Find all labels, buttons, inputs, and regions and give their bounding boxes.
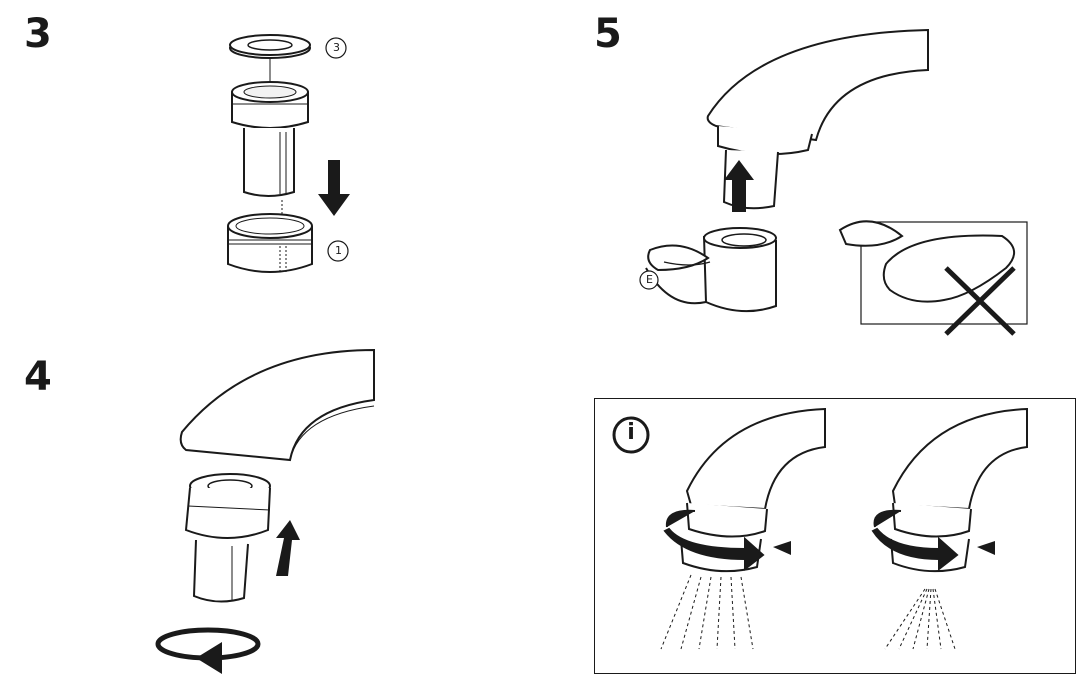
spout-spray-mode: [871, 407, 1028, 650]
step-4-illustration: [0, 340, 540, 693]
callout-1: 1: [335, 244, 342, 257]
faucet-spout: [179, 348, 375, 462]
info-box: i: [594, 398, 1076, 674]
spout-install-view: [155, 348, 375, 674]
step-3-illustration: 3 1: [0, 0, 540, 340]
up-arrow-icon: [724, 160, 754, 212]
up-arrow-icon: [276, 520, 300, 576]
step-5-illustration: E: [540, 0, 1087, 340]
aerator-assembly: [184, 473, 271, 603]
step-4-number: 4: [24, 354, 52, 400]
aerator-housing: [227, 213, 313, 273]
hand-icon: [645, 227, 777, 313]
aerator-exploded-view: [227, 34, 350, 273]
aerator-removal-view: [639, 28, 1028, 336]
spray-mode-illustration: [612, 407, 1028, 650]
aerator-insert: [231, 81, 309, 197]
callout-e: E: [646, 273, 653, 286]
rotate-arrow-icon: [155, 627, 261, 674]
spout-laminar-mode: [660, 407, 826, 650]
info-icon-label: i: [627, 420, 635, 445]
rotate-arrow-icon: [663, 509, 765, 572]
step-5-number: 5: [594, 11, 622, 57]
incorrect-method-box: [838, 220, 1028, 336]
callout-3: 3: [333, 41, 340, 54]
step-3-number: 3: [24, 11, 52, 57]
cross-icon: [944, 266, 1016, 336]
gasket-ring: [229, 34, 311, 59]
info-icon: [612, 416, 650, 454]
down-arrow-icon: [318, 160, 350, 216]
faucet-spout: [706, 28, 929, 142]
